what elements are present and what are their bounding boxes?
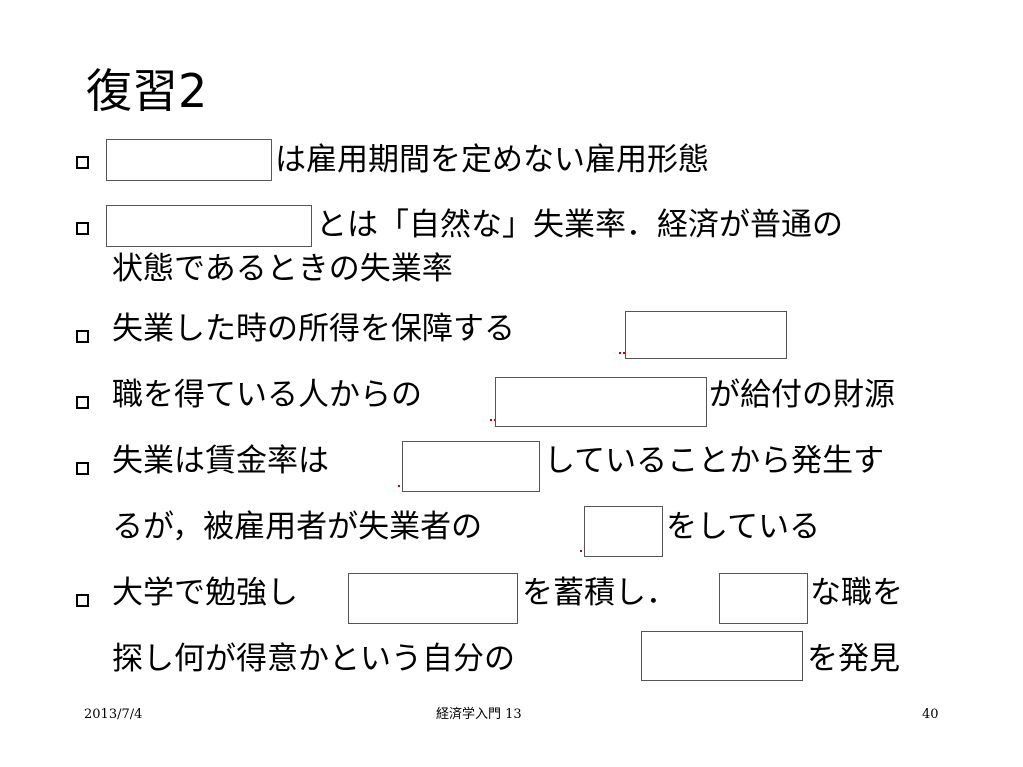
footer-course: 経済学入門 13 [436, 707, 522, 722]
answer-mark [490, 419, 496, 421]
bullet-text: るが，被雇用者が失業者の [112, 509, 483, 545]
bullet-text: していることから発生す [544, 443, 885, 479]
answer-blank[interactable] [402, 441, 540, 492]
bullet-text: 探し何が得意かという自分の [112, 641, 515, 677]
answer-blank[interactable] [719, 573, 808, 624]
square-bullet-icon [76, 156, 89, 169]
answer-mark [619, 352, 625, 354]
answer-blank[interactable] [641, 631, 803, 681]
answer-blank[interactable] [495, 377, 707, 427]
answer-blank[interactable] [348, 573, 518, 624]
bullet-text: をしている [666, 509, 821, 545]
bullet-text: 状態であるときの失業率 [112, 251, 453, 287]
slide-title: 復習2 [86, 64, 208, 118]
square-bullet-icon [76, 396, 89, 409]
bullet-text: が給付の財源 [709, 377, 895, 413]
bullet-text: な職を [810, 575, 903, 611]
square-bullet-icon [76, 330, 89, 343]
answer-blank[interactable] [106, 139, 272, 181]
bullet-text: 失業した時の所得を保障する [112, 311, 515, 347]
answer-blank[interactable] [584, 506, 663, 557]
bullet-text: 失業は賃金率は [112, 443, 329, 479]
square-bullet-icon [76, 462, 89, 475]
footer-date: 2013/7/4 [84, 707, 143, 722]
bullet-text: 職を得ている人からの [112, 377, 422, 413]
bullet-text: は雇用期間を定めない雇用形態 [275, 142, 709, 178]
answer-mark [398, 485, 404, 487]
answer-mark [580, 550, 586, 552]
bullet-text: とは「自然な」失業率．経済が普通の [316, 207, 843, 243]
footer-page-number: 40 [922, 707, 939, 722]
square-bullet-icon [76, 594, 89, 607]
bullet-text: 大学で勉強し [112, 575, 298, 611]
bullet-text: を蓄積し． [522, 575, 677, 611]
answer-blank[interactable] [625, 311, 787, 359]
answer-blank[interactable] [106, 205, 312, 247]
bullet-text: を発見 [807, 641, 900, 677]
square-bullet-icon [76, 222, 89, 235]
